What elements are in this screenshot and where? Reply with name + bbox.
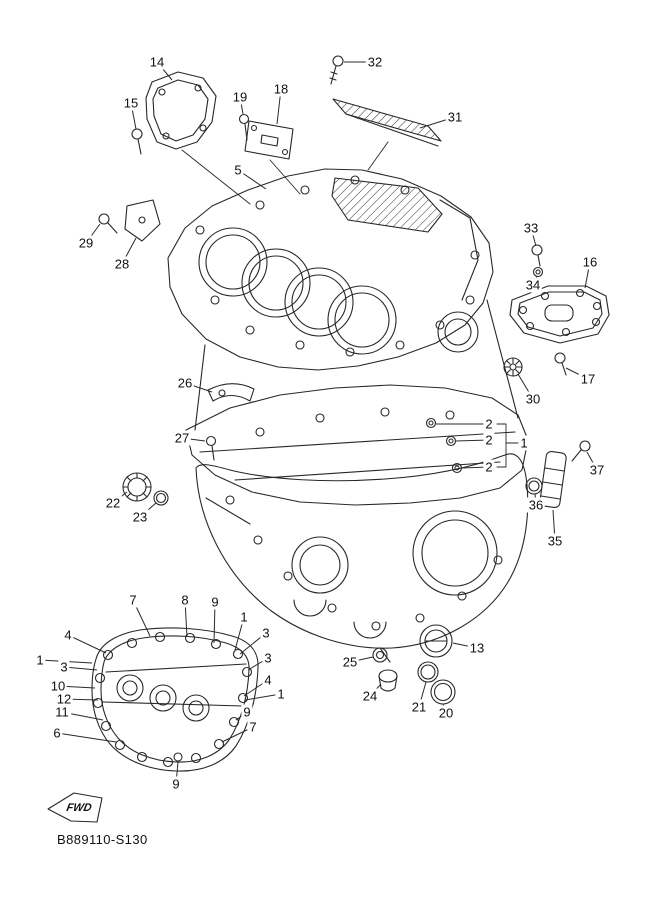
crankcase-bottom-view-drawing — [91, 627, 259, 772]
baffle-plate-drawing — [332, 98, 442, 147]
star-washer-icon — [503, 357, 523, 377]
plate-drawing — [124, 199, 161, 242]
fwd-label: FWD — [65, 802, 93, 814]
gasket-drawing — [145, 71, 217, 150]
bolt-icon — [329, 55, 344, 85]
upper-crankcase-drawing — [185, 384, 529, 506]
part-code: B889110-S130 — [57, 832, 148, 847]
bolt-icon — [554, 352, 567, 376]
bolt-washer-icon — [531, 244, 544, 278]
bolt-icon — [131, 128, 143, 155]
bolt-icon — [98, 213, 118, 234]
lower-crankcase-drawing — [195, 453, 529, 663]
dowel-pin-icon — [425, 417, 463, 474]
bracket-plate-drawing — [244, 120, 294, 160]
cap-drawing — [419, 624, 453, 658]
plug-oring-icons — [372, 647, 456, 705]
callout-bracket — [496, 423, 516, 468]
plug-cap-drawing — [122, 472, 169, 506]
cover-plate-drawing — [509, 285, 610, 344]
oil-pipe-drawing — [525, 440, 591, 509]
fwd-arrow — [47, 792, 103, 823]
stay-bracket-drawing — [205, 383, 255, 461]
